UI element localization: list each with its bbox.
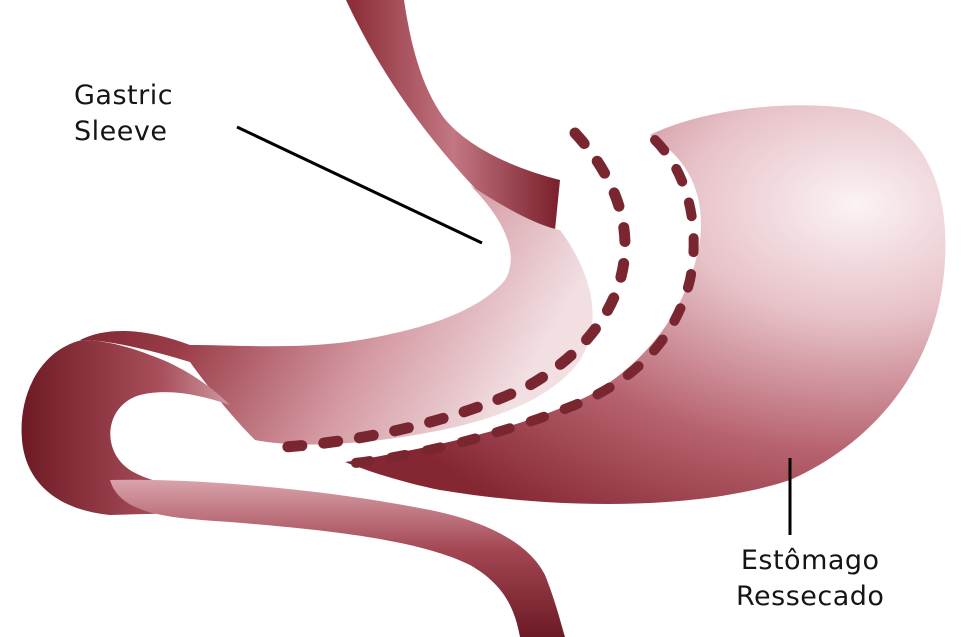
label-resected-stomach-line2: Ressecado [736,579,884,615]
label-resected-stomach-line1: Estômago [736,543,884,579]
label-gastric-sleeve: Gastric Sleeve [74,78,173,150]
intestine-tail [110,480,565,637]
gastric-sleeve [80,185,593,445]
esophagus [346,0,560,230]
label-gastric-sleeve-line2: Sleeve [74,114,173,150]
label-resected-stomach: Estômago Ressecado [736,543,884,615]
label-gastric-sleeve-line1: Gastric [74,78,173,114]
